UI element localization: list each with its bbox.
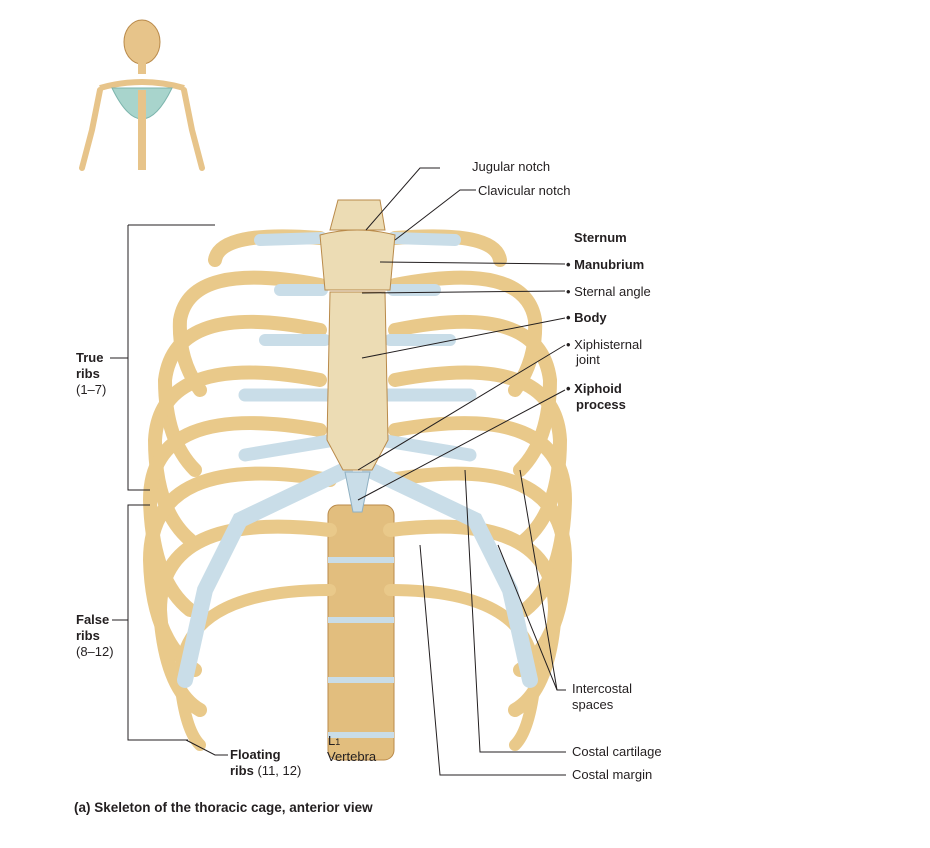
sternum-label: Sternum <box>574 230 627 245</box>
body-label: • Body <box>566 310 607 325</box>
xiphisternal-joint-label-2: joint <box>576 352 600 367</box>
true-ribs-label-3: (1–7) <box>76 382 107 397</box>
ribs-right <box>383 229 573 751</box>
vertebra-label: Vertebra <box>327 749 377 764</box>
costal-margin-label: Costal margin <box>572 767 653 782</box>
sternum <box>319 199 396 513</box>
leader-lines <box>110 167 566 776</box>
intercostal-spaces-label-1: Intercostal <box>572 681 632 696</box>
jugular-notch-label: Jugular notch <box>472 159 551 174</box>
false-ribs-label-1: False <box>76 612 110 627</box>
vertebra-l1-label: L1 <box>328 733 340 750</box>
vertebra-l-letter: L <box>328 733 336 748</box>
manubrium-label: • Manubrium <box>566 257 645 272</box>
costal-cartilage-label: Costal cartilage <box>572 744 662 759</box>
xiphoid-process-label-2: process <box>576 397 626 412</box>
false-ribs-label-3: (8–12) <box>76 644 114 659</box>
floating-ribs-label-1: Floating <box>230 747 281 762</box>
true-ribs-label-1: True <box>76 350 104 365</box>
figure-caption: (a) Skeleton of the thoracic cage, anter… <box>74 800 373 815</box>
xiphisternal-joint-label-1: • Xiphisternal <box>566 337 643 352</box>
vertebral-column <box>327 504 395 761</box>
vertebra-subscript: 1 <box>335 737 341 747</box>
skeleton-thumbnail <box>79 19 205 171</box>
xiphoid-process-label-1: • Xiphoid <box>566 381 622 396</box>
floating-ribs-label-3: (11, 12) <box>257 763 302 778</box>
sternal-angle-label: • Sternal angle <box>566 284 651 299</box>
true-ribs-label-2: ribs <box>76 366 100 381</box>
floating-ribs-label-group: ribs (11, 12) <box>230 763 301 779</box>
costal-cartilages <box>177 232 538 688</box>
floating-ribs-label-2: ribs <box>230 763 254 778</box>
clavicular-notch-label: Clavicular notch <box>478 183 571 198</box>
intercostal-spaces-label-2: spaces <box>572 697 614 712</box>
false-ribs-label-2: ribs <box>76 628 100 643</box>
ribs-left <box>142 229 337 751</box>
